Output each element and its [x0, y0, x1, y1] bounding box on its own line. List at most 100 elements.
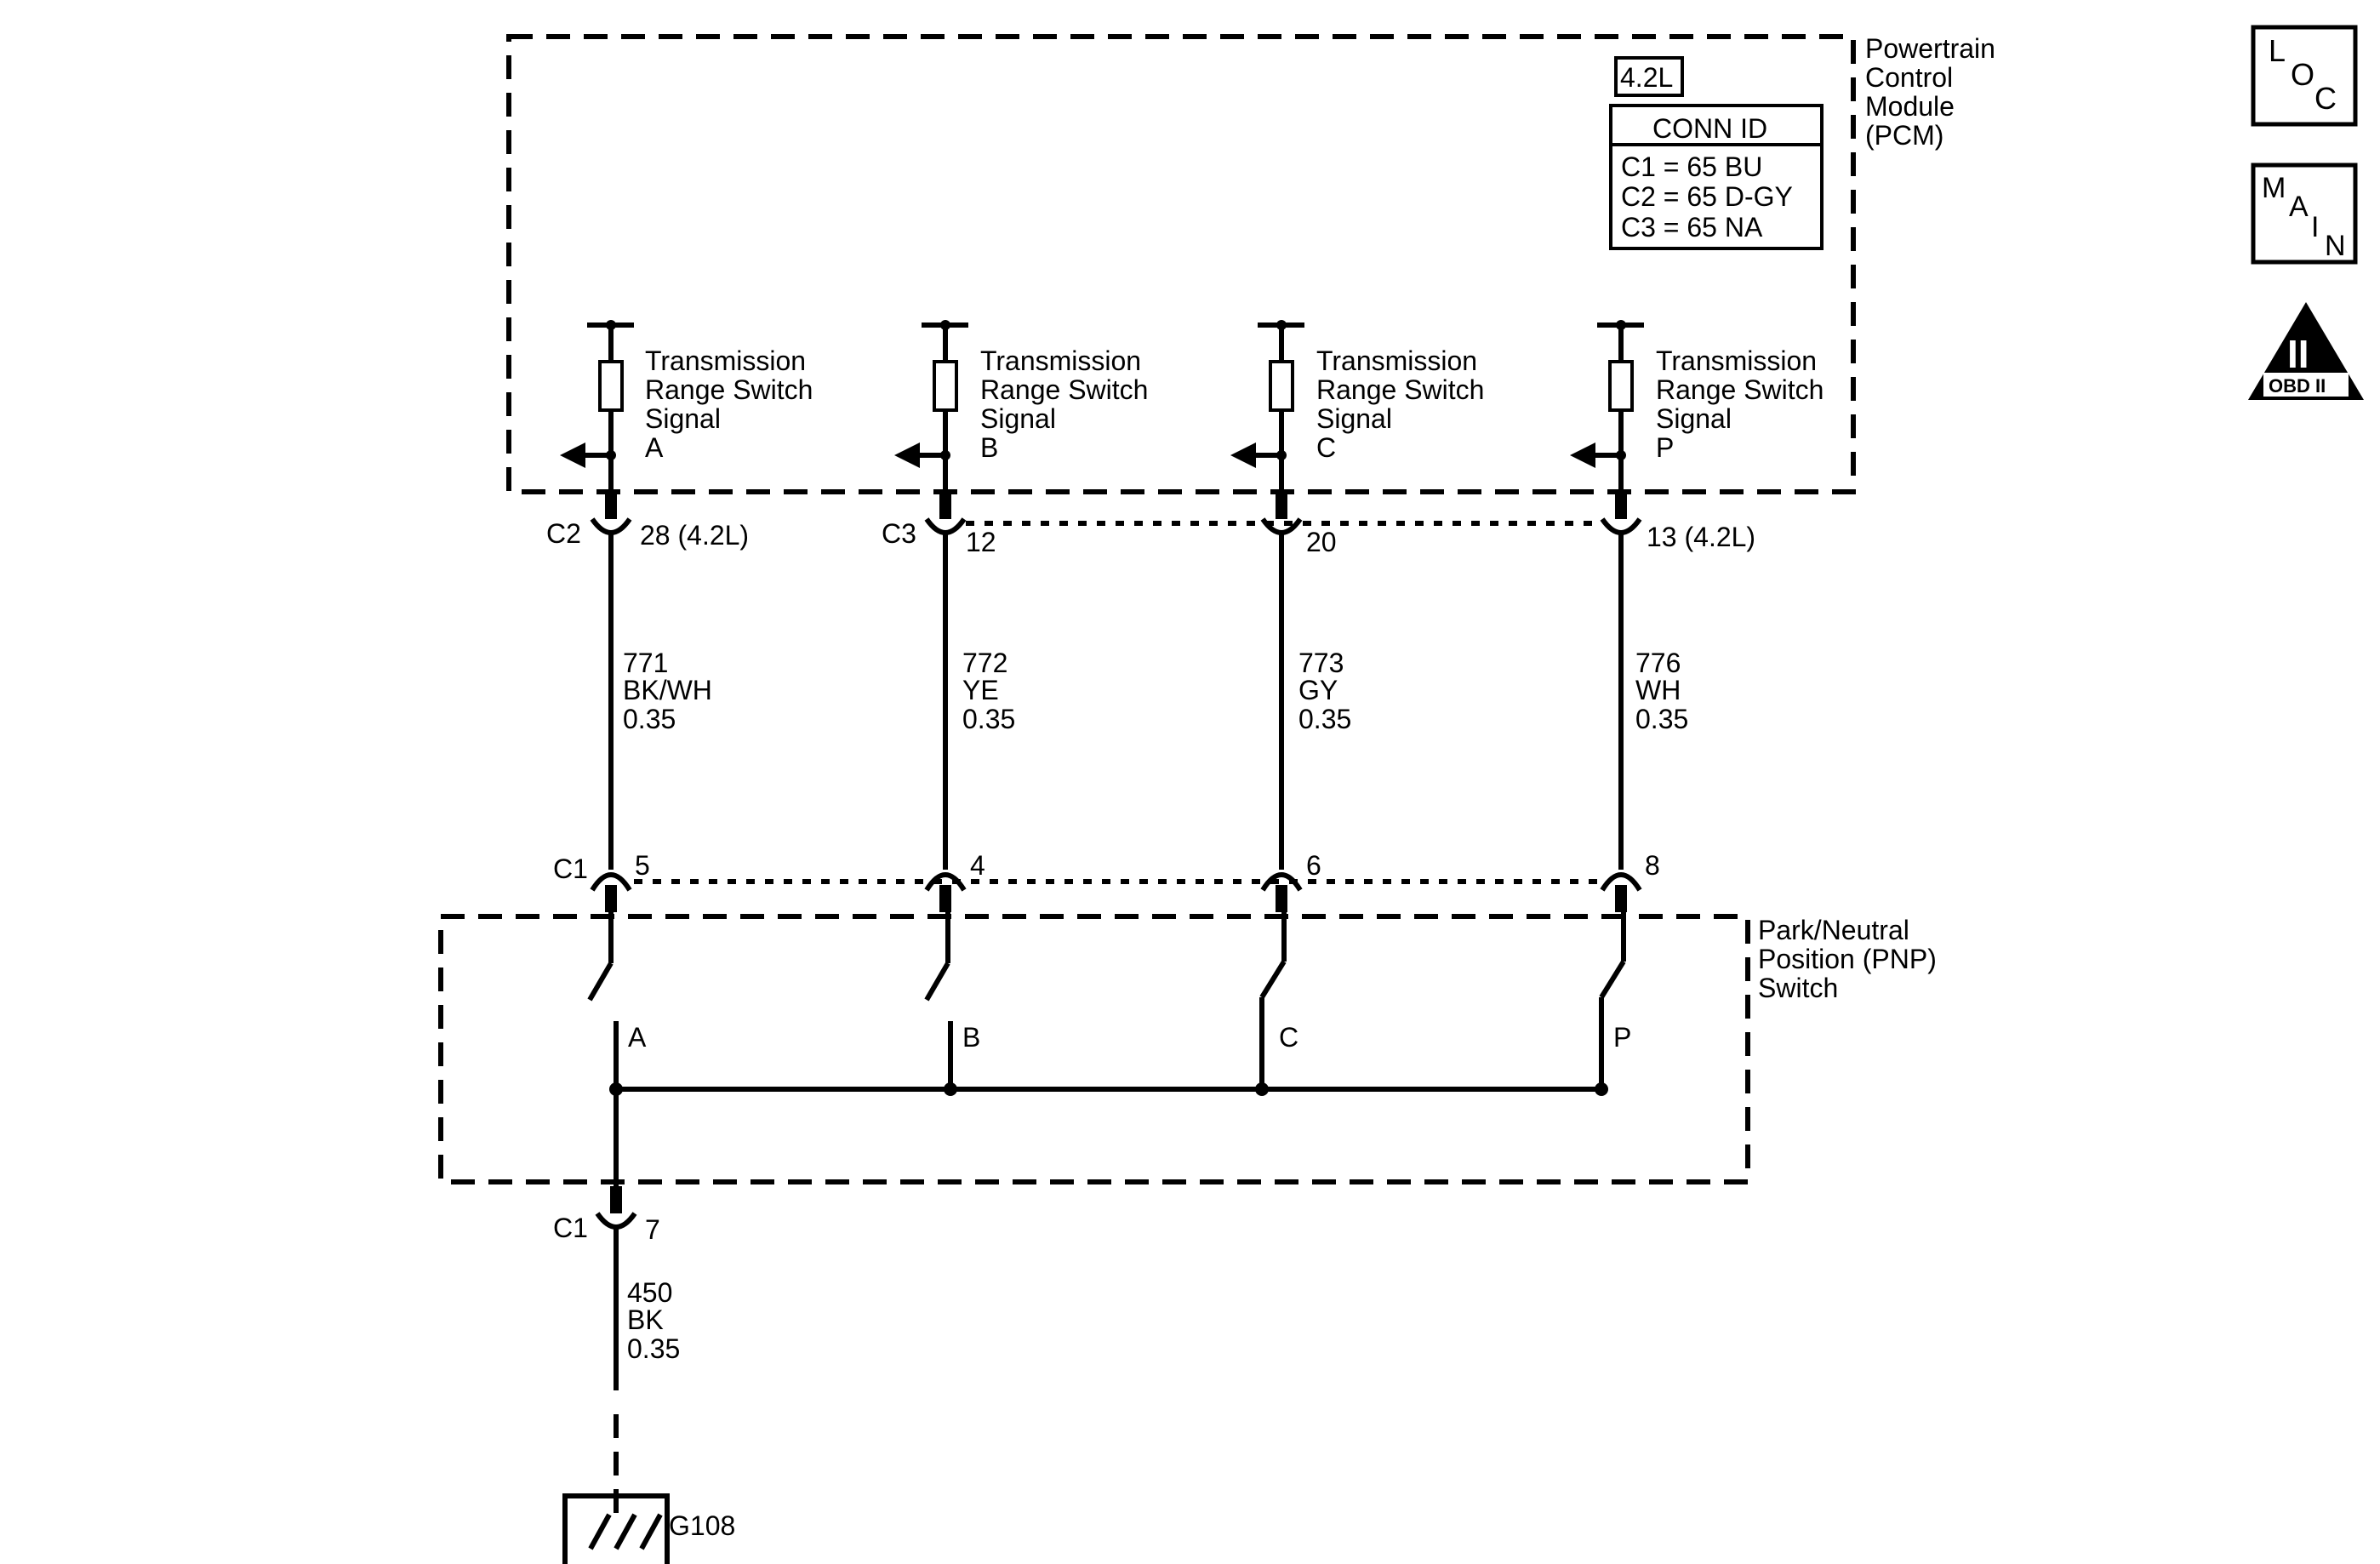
- circuit-number: 776: [1635, 648, 1681, 678]
- pcm-label: Powertrain Control Module (PCM): [1865, 33, 1995, 151]
- wire-label-773: 773 GY 0.35: [1298, 648, 1351, 734]
- switch-c: [1259, 912, 1287, 1089]
- pnp-label-line: Switch: [1758, 973, 1838, 1003]
- signal-label-b: Transmission Range Switch Signal B: [980, 345, 1148, 463]
- pcm-pin-number: 13 (4.2L): [1647, 522, 1755, 552]
- signal-label-line: Transmission: [980, 345, 1141, 376]
- wire-label-772: 772 YE 0.35: [962, 648, 1015, 734]
- switch-p: [1599, 912, 1626, 1089]
- signal-label-line: Transmission: [1656, 345, 1817, 376]
- pnp-connector-terminal-c: [1260, 872, 1303, 912]
- pnp-boundary: [438, 914, 1750, 1184]
- main-letter: M: [2262, 172, 2286, 204]
- pcm-boundary: [506, 34, 1856, 494]
- signal-label-line: B: [980, 432, 998, 463]
- pnp-label-line: Position (PNP): [1758, 944, 1937, 974]
- switch-b: [924, 912, 953, 1089]
- obd-caption: OBD II: [2269, 375, 2326, 397]
- pcm-label-line: Powertrain: [1865, 33, 1995, 64]
- conn-id-header: CONN ID: [1652, 113, 1767, 144]
- wire-gauge: 0.35: [1635, 704, 1688, 734]
- conn-id-row: C2 = 65 D-GY: [1621, 181, 1793, 212]
- obd-ii-icon[interactable]: II OBD II: [2248, 302, 2364, 400]
- loc-letter: L: [2269, 33, 2286, 68]
- pcm-connector-terminal-p: [1600, 492, 1642, 535]
- signal-label-line: Signal: [980, 403, 1056, 434]
- wire-label-771: 771 BK/WH 0.35: [623, 648, 712, 734]
- switch-a: [587, 912, 619, 1089]
- wire-gauge: 0.35: [627, 1333, 680, 1364]
- ground-connector-id: C1: [553, 1213, 588, 1243]
- switch-label: P: [1613, 1022, 1631, 1053]
- pcm-pin-number: 28 (4.2L): [640, 520, 749, 551]
- conn-id-row: C3 = 65 NA: [1621, 212, 1763, 243]
- pnp-label: Park/Neutral Position (PNP) Switch: [1758, 915, 1937, 1003]
- signal-label-line: A: [645, 432, 664, 463]
- conn-id-row: C1 = 65 BU: [1621, 151, 1762, 182]
- loc-letter: O: [2291, 57, 2314, 92]
- switch-label: B: [962, 1022, 980, 1053]
- ground-connector-terminal: [595, 1186, 637, 1230]
- engine-tag: 4.2L: [1620, 62, 1673, 93]
- ground-pin-number: 7: [645, 1214, 660, 1245]
- pcm-connector-id: C3: [882, 518, 916, 549]
- signal-label-line: Range Switch: [645, 374, 813, 405]
- pcm-input-a: [560, 320, 634, 492]
- pcm-input-b: [894, 320, 968, 492]
- signal-label-a: Transmission Range Switch Signal A: [645, 345, 813, 463]
- loc-button[interactable]: L O C: [2251, 25, 2358, 127]
- wire-gauge: 0.35: [962, 704, 1015, 734]
- pnp-pin-number: 6: [1306, 850, 1321, 881]
- obd-symbol: II: [2287, 332, 2309, 376]
- pnp-label-line: Park/Neutral: [1758, 915, 1909, 945]
- conn-id-table: 4.2L CONN ID C1 = 65 BU C2 = 65 D-GY C3 …: [1609, 56, 1824, 250]
- switch-label: A: [628, 1022, 647, 1053]
- signal-label-line: Range Switch: [980, 374, 1148, 405]
- pcm-connector-id: C2: [546, 518, 581, 549]
- pcm-input-p: [1570, 320, 1644, 492]
- main-button[interactable]: M A I N: [2251, 163, 2358, 265]
- wire-gauge: 0.35: [1298, 704, 1351, 734]
- wire-color: YE: [962, 675, 999, 705]
- signal-label-line: Transmission: [1316, 345, 1477, 376]
- wire-color: WH: [1635, 675, 1681, 705]
- pcm-pin-number: 20: [1306, 527, 1337, 557]
- wire-color: GY: [1298, 675, 1338, 705]
- loc-letter: C: [2314, 81, 2337, 116]
- pnp-pin-number: 5: [635, 850, 650, 881]
- pnp-connector-id: C1: [553, 853, 588, 884]
- signal-label-line: Signal: [645, 403, 721, 434]
- pcm-connector-terminal-b: [924, 492, 967, 535]
- signal-label-p: Transmission Range Switch Signal P: [1656, 345, 1824, 463]
- wire-color: BK/WH: [623, 675, 712, 705]
- signal-label-line: Signal: [1316, 403, 1392, 434]
- signal-label-line: Range Switch: [1656, 374, 1824, 405]
- pnp-connector-terminal-b: [924, 872, 967, 912]
- wire-label-450: 450 BK 0.35: [627, 1277, 680, 1364]
- circuit-number: 773: [1298, 648, 1344, 678]
- main-letter: N: [2325, 230, 2346, 262]
- ground-id: G108: [669, 1510, 735, 1541]
- signal-label-line: Transmission: [645, 345, 806, 376]
- pcm-label-line: Module: [1865, 91, 1955, 122]
- pcm-connector-terminal-a: [590, 492, 632, 535]
- pcm-connector-terminal-c: [1260, 492, 1303, 535]
- pcm-label-line: (PCM): [1865, 120, 1943, 151]
- ground-symbol: [562, 1493, 670, 1564]
- main-letter: A: [2289, 191, 2309, 223]
- signal-label-c: Transmission Range Switch Signal C: [1316, 345, 1484, 463]
- pnp-connector-terminal-a: [590, 872, 632, 912]
- pcm-label-line: Control: [1865, 62, 1953, 93]
- wire-gauge: 0.35: [623, 704, 676, 734]
- wire-color: BK: [627, 1304, 664, 1335]
- signal-label-line: Range Switch: [1316, 374, 1484, 405]
- pnp-connector-terminal-p: [1600, 872, 1642, 912]
- pnp-pin-number: 4: [970, 850, 985, 881]
- pcm-input-c: [1230, 320, 1304, 492]
- main-letter: I: [2311, 211, 2319, 243]
- circuit-number: 450: [627, 1277, 672, 1308]
- signal-label-line: Signal: [1656, 403, 1732, 434]
- pcm-pin-number: 12: [966, 527, 996, 557]
- wire-label-776: 776 WH 0.35: [1635, 648, 1688, 734]
